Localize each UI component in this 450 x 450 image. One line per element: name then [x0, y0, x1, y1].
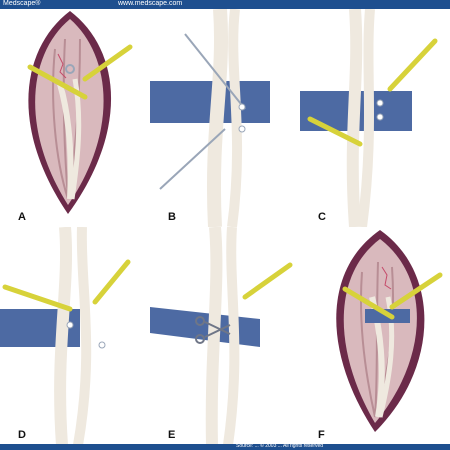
- header-bar: Medscape® www.medscape.com: [0, 0, 450, 9]
- site-url: www.medscape.com: [118, 0, 183, 7]
- panel-d-illustration: [0, 227, 131, 445]
- panel-f-illustration: [336, 230, 443, 432]
- panel-c-illustration: [300, 9, 438, 227]
- panel-label-f: F: [318, 429, 325, 441]
- panel-label-c: C: [318, 211, 326, 223]
- panel-a: A: [0, 9, 150, 227]
- panel-c: C: [300, 9, 450, 227]
- panel-a-illustration: [27, 11, 133, 214]
- footer-text: Source: ... © 2003 ... All rights reserv…: [236, 443, 324, 449]
- panel-b-illustration: [150, 9, 270, 227]
- panel-e: E: [150, 227, 300, 445]
- panel-label-a: A: [18, 211, 26, 223]
- panel-label-b: B: [168, 211, 176, 223]
- footer-bar: Source: ... © 2003 ... All rights reserv…: [0, 443, 450, 450]
- panel-f: F: [300, 227, 450, 445]
- panel-d: D: [0, 227, 150, 445]
- brand-text: Medscape®: [3, 0, 41, 7]
- panel-label-e: E: [168, 429, 176, 441]
- panel-e-illustration: [150, 227, 293, 445]
- panel-b: B: [150, 9, 300, 227]
- panel-label-d: D: [18, 429, 26, 441]
